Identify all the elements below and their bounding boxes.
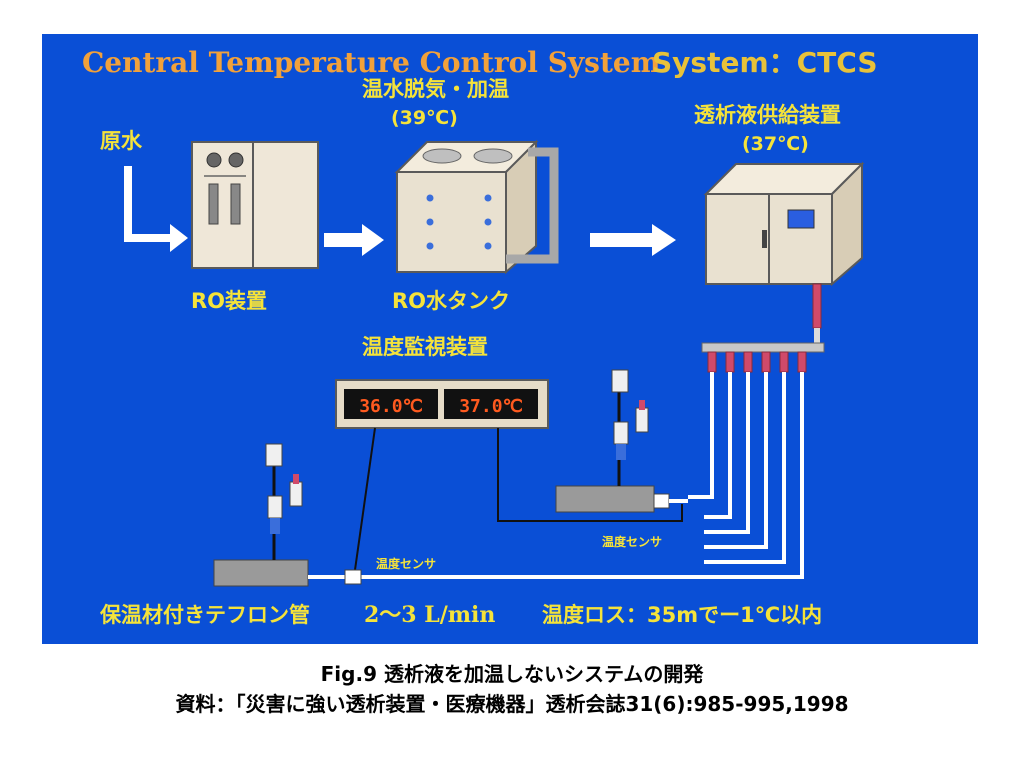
dialysate-supply-unit	[703, 161, 865, 346]
ro-water-tank	[394, 139, 559, 275]
sensor-wire-left	[353, 427, 376, 578]
sensor-label-right: 温度センサ	[602, 534, 662, 549]
supply-unit-label: 透析液供給装置	[694, 103, 841, 127]
sensor-box-left	[344, 569, 362, 585]
monitor-readout-1: 36.0℃	[359, 396, 423, 417]
figure-caption: Fig.9 透析液を加温しないシステムの開発	[320, 662, 704, 686]
ro-unit-label: RO装置	[191, 289, 267, 313]
raw-water-arrow	[124, 166, 188, 252]
bedside-console-left	[213, 443, 332, 587]
monitor-readout-2: 37.0℃	[459, 396, 523, 417]
bedside-console-right	[555, 369, 688, 513]
figure-source: 資料：「災害に強い透析装置・医療機器」透析会誌31(6):985-995,199…	[175, 692, 849, 716]
ro-tank-label: RO水タンク	[392, 289, 510, 313]
sensor-wire-right	[497, 428, 683, 522]
slide-background	[42, 34, 978, 644]
distribution-pipes	[332, 372, 804, 579]
sensor-label-left: 温度センサ	[376, 556, 436, 571]
monitor-label: 温度監視装置	[362, 335, 488, 359]
arrow-tank-to-supply	[590, 224, 676, 256]
loss-label: 温度ロス：35mでー1℃以内	[542, 603, 822, 627]
pipe-label: 保温材付きテフロン管	[99, 603, 310, 627]
flow-label: 2～3 L/min	[364, 602, 495, 628]
slide-title: Central Temperature Control System	[82, 46, 660, 79]
raw-water-label: 原水	[100, 129, 143, 153]
ctcs-diagram: Central Temperature Control System Syste…	[42, 34, 978, 644]
degas-heat-label: 温水脱気・加温	[362, 77, 509, 101]
ro-unit	[191, 141, 319, 269]
degas-temp-label: (39℃)	[391, 107, 458, 129]
slide-title-suffix: System：CTCS	[652, 46, 878, 79]
temperature-monitor	[335, 379, 549, 429]
slide: Central Temperature Control System Syste…	[42, 34, 978, 644]
arrow-ro-to-tank	[324, 224, 384, 256]
supply-temp-label: (37℃)	[742, 133, 809, 155]
distribution-manifold	[701, 342, 825, 373]
